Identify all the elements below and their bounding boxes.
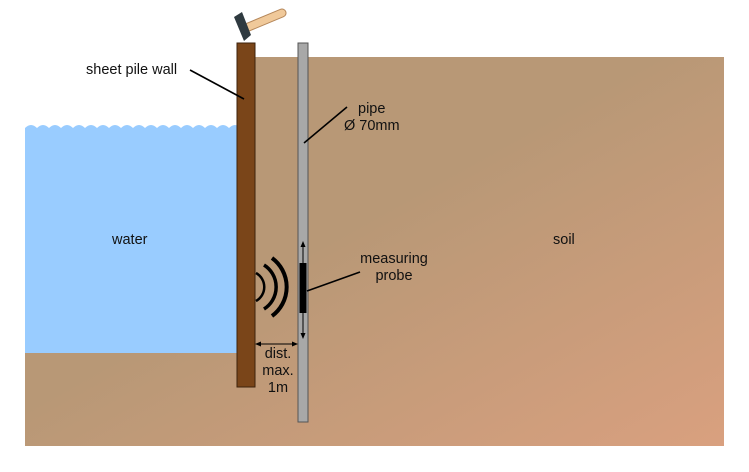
- probe-leader: [306, 271, 361, 292]
- sound-wave-icon: [255, 256, 289, 318]
- distance-label-line2: max.: [262, 363, 294, 379]
- pipe-label-line1: pipe: [358, 101, 386, 117]
- pipe-leader: [303, 106, 348, 144]
- measuring-probe-label: measuring probe: [356, 251, 432, 285]
- pipe-label: pipe Ø 70mm: [344, 101, 400, 135]
- hammer-icon: [234, 8, 287, 41]
- probe-label-line2: probe: [375, 268, 413, 284]
- probe-label-line1: measuring: [360, 251, 428, 267]
- distance-label-line3: 1m: [267, 380, 289, 396]
- distance-dimension: [255, 341, 298, 347]
- distance-label: dist. max. 1m: [256, 346, 300, 397]
- sheet-pile-wall-label: sheet pile wall: [86, 62, 178, 78]
- soil-label: soil: [553, 232, 575, 248]
- sheet-pile-leader: [189, 69, 245, 100]
- sheet-pile-wall: [236, 42, 256, 388]
- pipe: [297, 42, 309, 423]
- water-region: [25, 125, 241, 353]
- pipe-label-line2: Ø 70mm: [344, 118, 400, 134]
- soil-region: [25, 57, 724, 446]
- water-label: water: [112, 232, 148, 248]
- distance-label-line1: dist.: [264, 346, 292, 362]
- measuring-probe: [299, 241, 307, 339]
